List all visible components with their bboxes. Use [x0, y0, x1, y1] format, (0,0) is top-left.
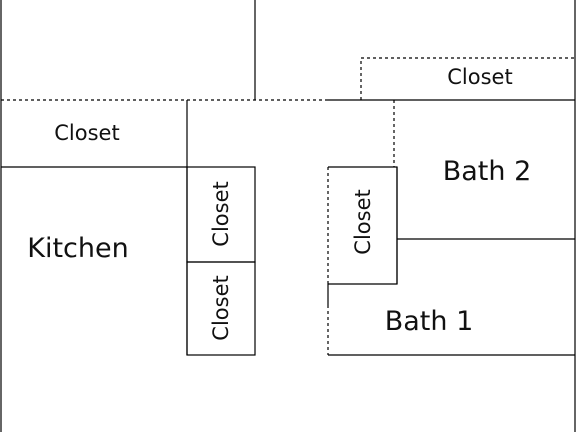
label-closet-vertical-right: Closet — [351, 189, 375, 254]
closet-vertical-lower-outline — [186, 261, 256, 356]
label-closet-vertical-lower: Closet — [209, 275, 233, 340]
label-bath-1: Bath 1 — [385, 306, 474, 337]
label-closet-top-right: Closet — [447, 65, 512, 89]
label-closet-vertical-upper: Closet — [209, 181, 233, 246]
closet-vertical-right-outline — [328, 166, 398, 285]
label-closet-left: Closet — [54, 121, 119, 145]
label-kitchen: Kitchen — [27, 233, 128, 264]
closet-top-right-outline — [360, 57, 575, 100]
label-bath-2: Bath 2 — [443, 156, 532, 187]
